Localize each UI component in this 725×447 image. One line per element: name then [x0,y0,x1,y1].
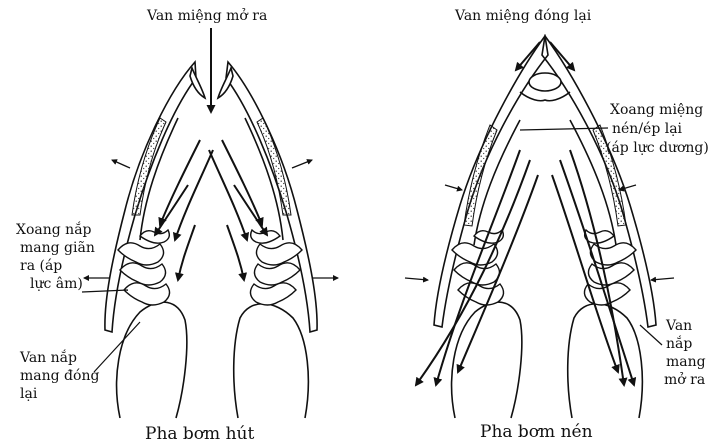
right-stipple-band-left [464,125,497,226]
right-valve-label-line-3: mang [666,354,706,371]
right-outflow-arrows [416,150,634,385]
left-cavity-label-line-3: ra (áp [20,258,62,275]
left-stipple-band-left [132,118,166,215]
right-gill-arches-right [584,230,636,305]
left-mouth-valve-left [190,68,205,98]
left-top-label: Van miệng mở ra [147,8,267,25]
left-valve-label-line-3: lại [20,386,37,403]
left-stipple-band-right [257,118,291,215]
right-cavity-label-line-2: nén/ép lại [612,121,682,138]
left-cavity-label-line-4: lực âm) [30,276,83,293]
right-fish-head [434,36,656,418]
right-pressure-arrows [405,185,674,280]
right-cavity-label-line-1: Xoang miệng [610,102,703,119]
right-valve-label-line-2: nắp [666,336,692,353]
left-cavity-label-line-1: Xoang nắp [16,222,92,239]
right-valve-label-line-1: Van [666,318,692,335]
left-fish-head [105,62,317,418]
right-cavity-label-line-3: (áp lực dương) [606,140,709,157]
right-top-label: Van miệng đóng lại [455,8,591,25]
right-caption: Pha bơm nén [480,422,593,442]
right-lower-body-right [568,304,643,418]
left-lower-body-left [117,302,187,418]
left-gill-arches-left [118,230,170,305]
left-mouth-valve-right [218,68,233,98]
left-flow-arrows [155,28,267,280]
left-caption: Pha bơm hút [145,424,254,444]
left-valve-label-line-2: mang đóng [20,368,99,385]
left-lower-body-right [234,304,309,418]
left-valve-label-line-1: Van nắp [20,350,77,367]
right-valve-label-line-4: mở ra [664,372,705,389]
right-mouth-valve-closed [529,73,561,91]
left-cavity-label-line-2: mang giãn [20,240,95,257]
